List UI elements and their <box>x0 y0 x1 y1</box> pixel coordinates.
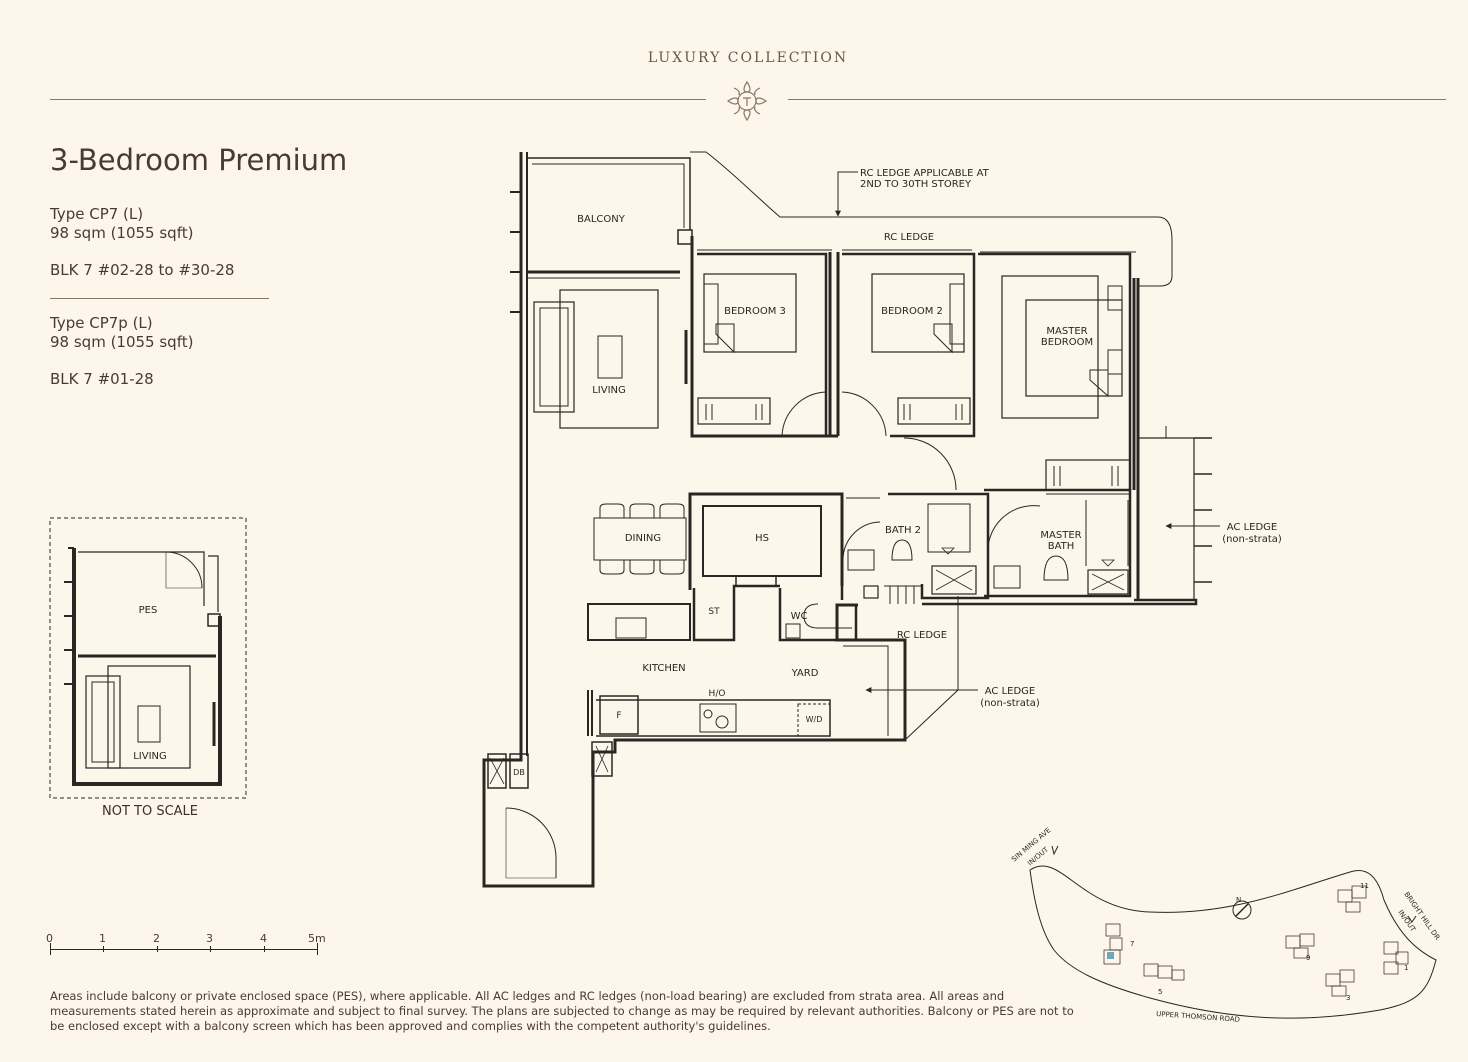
collection-title: LUXURY COLLECTION <box>647 50 849 66</box>
label-fridge: F <box>616 711 621 721</box>
scale-label-5m: 5m <box>308 932 326 945</box>
rc-ledge-applicable-1: RC LEDGE APPLICABLE AT <box>860 168 990 179</box>
scale-tick <box>264 946 265 952</box>
scale-tick <box>50 943 51 955</box>
ac-ledge-bottom-1: AC LEDGE <box>985 686 1035 697</box>
pes-label: PES <box>139 605 158 616</box>
scale-label-4: 4 <box>260 932 267 945</box>
room-bedroom3: BEDROOM 3 <box>724 306 786 317</box>
scale-label-3: 3 <box>206 932 213 945</box>
type-cp7: Type CP7 (L) <box>50 205 144 223</box>
site-plan: N SIN MING AVE IN/OUT BRIGHT HILL DR IN/… <box>1010 826 1441 1024</box>
header-rule-right <box>788 99 1446 100</box>
block-9-cluster <box>1285 933 1315 959</box>
block-1-label: 1 <box>1404 964 1408 972</box>
info-divider <box>50 298 269 299</box>
unit-location-marker <box>1107 952 1114 959</box>
unit-title: 3-Bedroom Premium <box>50 143 348 177</box>
scale-label-2: 2 <box>153 932 160 945</box>
ac-ledge-right-2: (non-strata) <box>1222 534 1282 545</box>
bright-hill-inout: IN/OUT <box>1396 909 1417 934</box>
label-db: DB <box>513 768 525 777</box>
room-master-bath-2: BATH <box>1048 541 1075 552</box>
type-cp7p-area: 98 sqm (1055 sqft) <box>50 333 194 351</box>
scale-label-1: 1 <box>99 932 106 945</box>
rc-ledge-top: RC LEDGE <box>884 232 934 243</box>
ac-ledge-right-1: AC LEDGE <box>1227 522 1277 533</box>
pes-inset-plan: PES LIVING <box>49 517 247 799</box>
block-5-label: 5 <box>1158 988 1162 996</box>
type-cp7p: Type CP7p (L) <box>50 314 153 332</box>
room-yard: YARD <box>791 668 819 679</box>
brand-emblem-icon <box>726 80 768 122</box>
inset-living-label: LIVING <box>133 751 167 762</box>
scale-line <box>50 949 318 950</box>
room-wc: WC <box>791 611 808 622</box>
type-cp7p-blk: BLK 7 #01-28 <box>50 370 154 388</box>
upper-thomson-label: UPPER THOMSON ROAD <box>1156 1010 1240 1024</box>
room-st: ST <box>708 607 720 617</box>
room-kitchen: KITCHEN <box>642 663 685 674</box>
north-arrow-icon <box>1235 903 1249 917</box>
label-ho: H/O <box>709 689 726 699</box>
block-5-cluster <box>1143 963 1185 981</box>
scale-tick <box>157 946 158 952</box>
room-bedroom2: BEDROOM 2 <box>881 306 943 317</box>
type-cp7-blk: BLK 7 #02-28 to #30-28 <box>50 261 235 279</box>
ac-ledge-bottom-2: (non-strata) <box>980 698 1040 709</box>
label-wd: W/D <box>806 715 823 724</box>
room-balcony: BALCONY <box>577 214 626 225</box>
room-dining: DINING <box>625 533 661 544</box>
floor-plan: BALCONY LIVING BEDROOM 3 BEDROOM 2 MASTE… <box>482 151 1282 888</box>
disclaimer-text: Areas include balcony or private enclose… <box>50 989 1074 1033</box>
block-11-label: 11 <box>1360 882 1369 890</box>
room-master-2: BEDROOM <box>1041 337 1093 348</box>
scale-label-0: 0 <box>46 932 53 945</box>
block-1-cluster <box>1383 941 1409 975</box>
not-to-scale-label: NOT TO SCALE <box>101 804 198 819</box>
block-11-cluster <box>1337 885 1367 913</box>
scale-tick <box>210 946 211 952</box>
block-7-cluster <box>1103 923 1123 965</box>
scale-tick <box>103 946 104 952</box>
room-master-bath-1: MASTER <box>1040 530 1081 541</box>
block-7-label: 7 <box>1130 940 1134 948</box>
room-bath2: BATH 2 <box>885 525 921 536</box>
header-rule-left <box>50 99 706 100</box>
rc-ledge-applicable-2: 2ND TO 30TH STOREY <box>860 179 972 190</box>
rc-ledge-mid: RC LEDGE <box>897 630 947 641</box>
room-hs: HS <box>755 533 769 544</box>
scale-tick <box>317 943 318 955</box>
room-living: LIVING <box>592 385 626 396</box>
block-9-label: 9 <box>1306 954 1310 962</box>
block-3-cluster <box>1325 969 1355 997</box>
type-cp7-area: 98 sqm (1055 sqft) <box>50 224 194 242</box>
north-label: N <box>1236 896 1241 904</box>
room-master-1: MASTER <box>1046 326 1087 337</box>
block-3-label: 3 <box>1346 994 1350 1002</box>
